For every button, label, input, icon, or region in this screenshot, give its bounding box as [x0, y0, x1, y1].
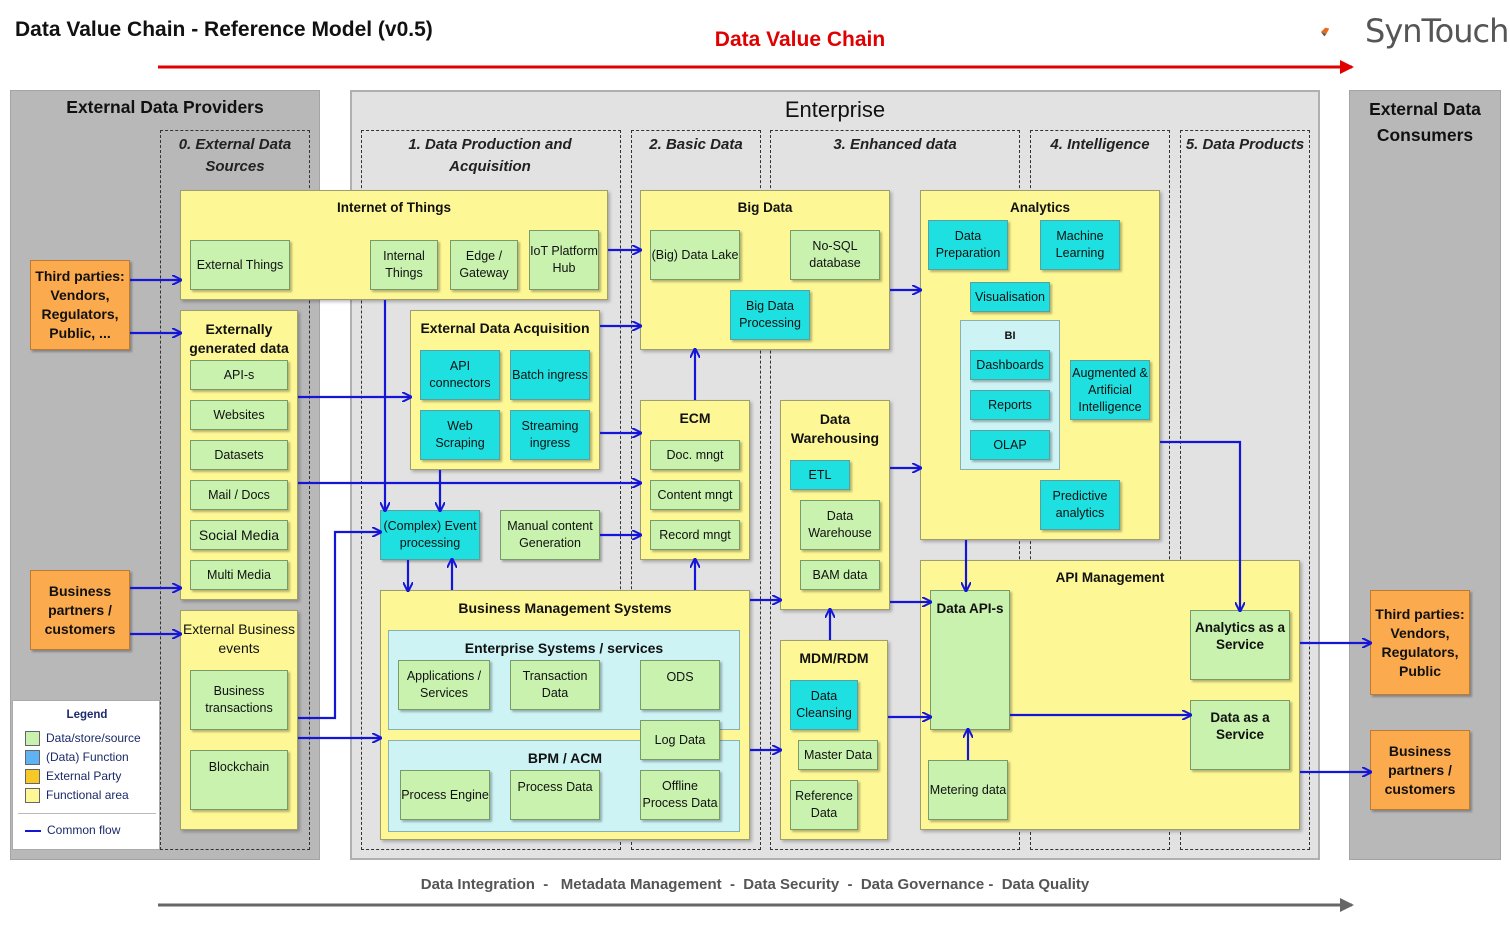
legend-item-flow: Common flow: [25, 823, 120, 837]
ods-box: ODS: [640, 660, 720, 710]
mail-docs-box: Mail / Docs: [190, 480, 288, 510]
column-intelligence-title: 4. Intelligence: [1050, 136, 1150, 153]
content-mngt-box: Content mngt: [650, 480, 740, 510]
ecm-title: ECM: [679, 410, 711, 426]
complex-event-box: (Complex) Event processing: [380, 510, 480, 560]
data-cleansing-box: Data Cleansing: [790, 680, 858, 730]
column-external-sources-title: 0. External Data Sources: [178, 136, 292, 175]
analytics-service-box: Analytics as a Service: [1190, 610, 1290, 680]
internal-things-box: Internal Things: [370, 240, 438, 290]
data-service-box: Data as a Service: [1190, 700, 1290, 770]
syntouch-logo-icon: [1320, 27, 1330, 37]
streaming-ingress-box: Streaming ingress: [510, 410, 590, 460]
analytics-title: Analytics: [1009, 200, 1071, 215]
offline-process-data-box: Offline Process Data: [640, 770, 720, 820]
third-parties-right: Third parties: Vendors, Regulators, Publ…: [1370, 590, 1470, 695]
metering-data-box: Metering data: [928, 760, 1008, 820]
bms-title: Business Management Systems: [458, 600, 672, 616]
log-data-box: Log Data: [640, 720, 720, 760]
olap-box: OLAP: [970, 430, 1050, 460]
legend-item-area: Functional area: [25, 788, 129, 804]
external-consumers-title: External Data Consumers: [1369, 99, 1481, 145]
process-data-box: Process Data: [510, 770, 600, 820]
web-scraping-box: Web Scraping: [420, 410, 500, 460]
eda-title: External Data Acquisition: [420, 320, 590, 336]
data-preparation-box: Data Preparation: [928, 220, 1008, 270]
business-partners-right: Business partners / customers: [1370, 730, 1470, 810]
reports-box: Reports: [970, 390, 1050, 420]
cross-cutting-concerns: Data Integration - Metadata Management -…: [420, 876, 1090, 893]
iot-hub-box: IoT Platform Hub: [529, 230, 599, 290]
blockchain-box: Blockchain: [190, 750, 288, 810]
reference-data-box: Reference Data: [790, 780, 858, 830]
data-warehouse-box: Data Warehouse: [800, 500, 880, 550]
column-external-sources: [160, 130, 310, 850]
business-transactions-box: Business transactions: [190, 670, 288, 730]
legend-item-data: Data/store/source: [25, 731, 141, 747]
augmented-ai-box: Augmented & Artificial Intelligence: [1070, 360, 1150, 420]
multi-media-box: Multi Media: [190, 560, 288, 590]
column-basic-data-title: 2. Basic Data: [649, 136, 743, 153]
business-partners-left: Business partners / customers: [30, 570, 130, 650]
mdm-title: MDM/RDM: [799, 650, 869, 666]
legend-title: Legend: [66, 709, 108, 721]
ext-generated-title: Externally generated data: [189, 321, 289, 356]
big-data-lake-box: (Big) Data Lake: [650, 230, 740, 280]
enterprise-systems-title: Enterprise Systems / services: [464, 640, 664, 656]
master-data-box: Master Data: [798, 740, 878, 770]
social-media-box: Social Media: [190, 520, 288, 550]
legend-item-party: External Party: [25, 769, 121, 785]
column-enhanced-data-title: 3. Enhanced data: [833, 136, 957, 153]
apis-box: API-s: [190, 360, 288, 390]
transaction-data-box: Transaction Data: [510, 660, 600, 710]
column-basic-data: [631, 130, 761, 850]
datasets-box: Datasets: [190, 440, 288, 470]
column-data-production-title: 1. Data Production and Acquisition: [408, 136, 572, 175]
bpm-title: BPM / ACM: [527, 750, 603, 766]
applications-services-box: Applications / Services: [398, 660, 490, 710]
ext-events-title: External Business events: [182, 621, 296, 656]
manual-content-box: Manual content Generation: [500, 510, 600, 560]
big-data-processing-box: Big Data Processing: [730, 290, 810, 340]
visualisation-box: Visualisation: [970, 282, 1050, 312]
external-things-box: External Things: [190, 240, 290, 290]
machine-learning-box: Machine Learning: [1040, 220, 1120, 270]
dashboards-box: Dashboards: [970, 350, 1050, 380]
batch-ingress-box: Batch ingress: [510, 350, 590, 400]
record-mngt-box: Record mngt: [650, 520, 740, 550]
third-parties-left: Third parties: Vendors, Regulators, Publ…: [30, 260, 130, 350]
websites-box: Websites: [190, 400, 288, 430]
api-connectors-box: API connectors: [420, 350, 500, 400]
nosql-box: No-SQL database: [790, 230, 880, 280]
iot-area-title: Internet of Things: [337, 200, 451, 215]
legend: Legend Data/store/source (Data) Function…: [12, 700, 160, 850]
bi-title: BI: [1004, 330, 1016, 342]
external-providers-title: External Data Providers: [66, 97, 264, 117]
big-data-title: Big Data: [737, 200, 793, 215]
column-data-products-title: 5. Data Products: [1185, 136, 1305, 153]
api-management-title: API Management: [1055, 570, 1165, 585]
doc-mngt-box: Doc. mngt: [650, 440, 740, 470]
column-data-production: [361, 130, 621, 850]
column-data-products: [1180, 130, 1310, 850]
edge-gateway-box: Edge / Gateway: [450, 240, 518, 290]
syntouch-logo-text: SynTouch: [1365, 12, 1509, 50]
predictive-analytics-box: Predictive analytics: [1040, 480, 1120, 530]
bam-data-box: BAM data: [800, 560, 880, 590]
value-chain-label: Data Value Chain: [714, 28, 886, 51]
etl-box: ETL: [790, 460, 850, 490]
diagram-title: Data Value Chain - Reference Model (v0.5…: [15, 18, 433, 41]
enterprise-title: Enterprise: [784, 97, 886, 122]
dwh-title: Data Warehousing: [790, 411, 880, 446]
process-engine-box: Process Engine: [400, 770, 490, 820]
legend-item-function: (Data) Function: [25, 750, 129, 766]
